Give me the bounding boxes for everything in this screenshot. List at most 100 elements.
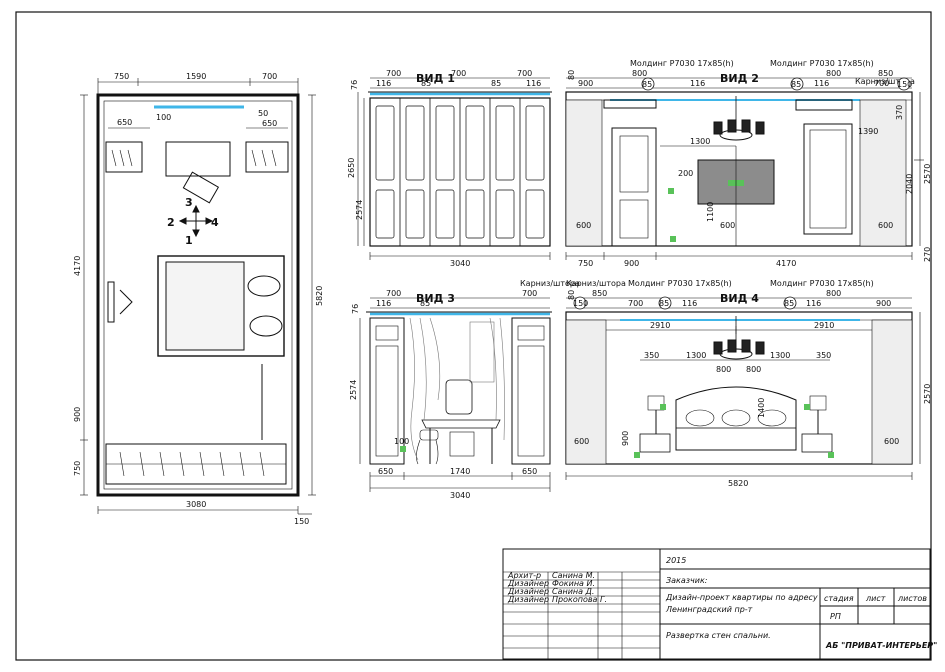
v4-socket-2: [660, 404, 666, 410]
v2-dim-900a: 900: [578, 79, 593, 88]
v4-dim-1300a: 1300: [686, 351, 706, 360]
v3-dim-3040: 3040: [450, 491, 470, 500]
v3-radiator: [449, 431, 475, 457]
tb-role-3: Дизайнер: [507, 595, 549, 604]
plan-dim-150: 150: [294, 517, 309, 526]
view1-title: ВИД 1: [416, 72, 455, 85]
v4-dim-350a: 350: [644, 351, 659, 360]
v2-bubble-85b-text: 85: [791, 80, 801, 89]
v4-headboard: [675, 386, 797, 451]
v4-dim-2910a: 2910: [650, 321, 670, 330]
v1-dim-116b: 116: [526, 79, 541, 88]
v1-dim-85b: 85: [491, 79, 501, 88]
v2-dim-1300: 1300: [690, 137, 710, 146]
v2-dim-1390: 1390: [858, 127, 878, 136]
view2-dimension-lines: [565, 77, 924, 260]
v4-molding-1: Молдинг P7030 17x85(h): [628, 279, 732, 288]
v1-dim-76: 76: [350, 80, 359, 90]
v4-dim-1400: 1400: [757, 398, 766, 418]
view1-door-panels: [375, 105, 545, 239]
v4-dim-800: 800: [826, 289, 841, 298]
plan-desk: [165, 141, 231, 177]
v4-bubble-85a-text: 85: [659, 299, 669, 308]
v4-socket-1: [634, 452, 640, 458]
v2-dim-700: 700: [874, 79, 889, 88]
v3-dim-650a: 650: [378, 467, 393, 476]
v2-dim-900b: 900: [624, 259, 639, 268]
plan-dim-750: 750: [114, 72, 129, 81]
v3-dim-85: 85: [420, 299, 430, 308]
v2-bubble-150: [897, 77, 911, 91]
tb-name-3: Прокопова Г.: [552, 595, 607, 604]
v2-molding-1: Молдинг P7030 17x85(h): [630, 59, 734, 68]
plan-dimension-lines: [80, 78, 316, 515]
plan-dim-900: 900: [73, 407, 82, 422]
v4-bubble-150: [573, 296, 587, 310]
plan-bed-cover: [165, 261, 245, 351]
v4-socket-4: [828, 452, 834, 458]
v4-mattress: [675, 427, 797, 451]
marker-2: 2: [167, 216, 175, 229]
v4-molding-2: Молдинг P7030 17x85(h): [770, 279, 874, 288]
tb-project-2: Ленинградский пр-т: [665, 605, 753, 614]
view-markers: [178, 204, 214, 238]
view4-title: ВИД 4: [720, 292, 759, 305]
v2-dim-1100: 1100: [706, 202, 715, 222]
plan-dim-5820: 5820: [315, 286, 324, 306]
v1-dim-700c: 700: [517, 69, 532, 78]
v3-dim-650b: 650: [522, 467, 537, 476]
v2-column-left: [565, 99, 603, 247]
plan-wardrobe-left: [105, 141, 143, 173]
v4-dim-5820: 5820: [728, 479, 748, 488]
view2-wall: [565, 91, 913, 247]
v3-curtain: Карниз/штора: [520, 279, 580, 288]
v4-column-left: [565, 319, 607, 465]
v4-dim-700: 700: [628, 299, 643, 308]
v2-dim-2570: 2570: [923, 164, 932, 184]
v4-column-right: [871, 319, 913, 465]
tb-company: АБ "ПРИВАТ-ИНТЕРЬЕР": [825, 641, 937, 650]
plan-dim-3080: 3080: [186, 500, 206, 509]
view3-title: ВИД 3: [416, 292, 455, 305]
v2-bubble-150-text: 150: [897, 80, 912, 89]
v3-dim-100: 100: [394, 437, 409, 446]
v2-dim-200: 200: [678, 169, 693, 178]
plan-hatching: [111, 149, 277, 477]
plan-dim-50: 50: [258, 109, 268, 118]
v2-dim-2040: 2040: [905, 174, 914, 194]
v2-bubble-85a-text: 85: [642, 80, 652, 89]
v3-curtains: [409, 317, 505, 461]
plan-dim-750b: 750: [73, 461, 82, 476]
v2-door: [611, 127, 657, 247]
v2-molding-2: Молдинг P7030 17x85(h): [770, 59, 874, 68]
view1-dimension-lines: [357, 77, 551, 260]
v2-ac-unit: [603, 99, 657, 109]
v4-dim-600b: 600: [884, 437, 899, 446]
tb-project-1: Дизайн-проект квартиры по адресу: [665, 593, 818, 602]
v3-dim-76: 76: [351, 304, 360, 314]
tb-stage-value: РП: [830, 612, 841, 621]
title-block: [502, 548, 931, 660]
v2-curtain: Карниз/штора: [855, 77, 915, 86]
v2-bubble-85b: [790, 77, 804, 91]
v2-column-right: [859, 99, 907, 247]
plan-dim-100: 100: [156, 113, 171, 122]
v4-bubble-85b-text: 85: [784, 299, 794, 308]
plan-dim-4170: 4170: [73, 256, 82, 276]
v4-dim-900: 900: [621, 431, 630, 446]
plan-dim-650b: 650: [262, 119, 277, 128]
v2-dim-116a: 116: [690, 79, 705, 88]
v2-dim-600a: 600: [576, 221, 591, 230]
plan-wardrobe-right: [245, 141, 289, 173]
v3-dim-1740: 1740: [450, 467, 470, 476]
v4-dim-600a: 600: [574, 437, 589, 446]
v4-dim-800a: 800: [716, 365, 731, 374]
v3-dim-700a: 700: [386, 289, 401, 298]
v2-dim-800b: 800: [826, 69, 841, 78]
v3-vanity-mirror: [445, 379, 473, 415]
plan-dim-650a: 650: [117, 118, 132, 127]
v2-dim-750: 750: [578, 259, 593, 268]
v4-dim-850: 850: [592, 289, 607, 298]
v4-dim-350b: 350: [816, 351, 831, 360]
